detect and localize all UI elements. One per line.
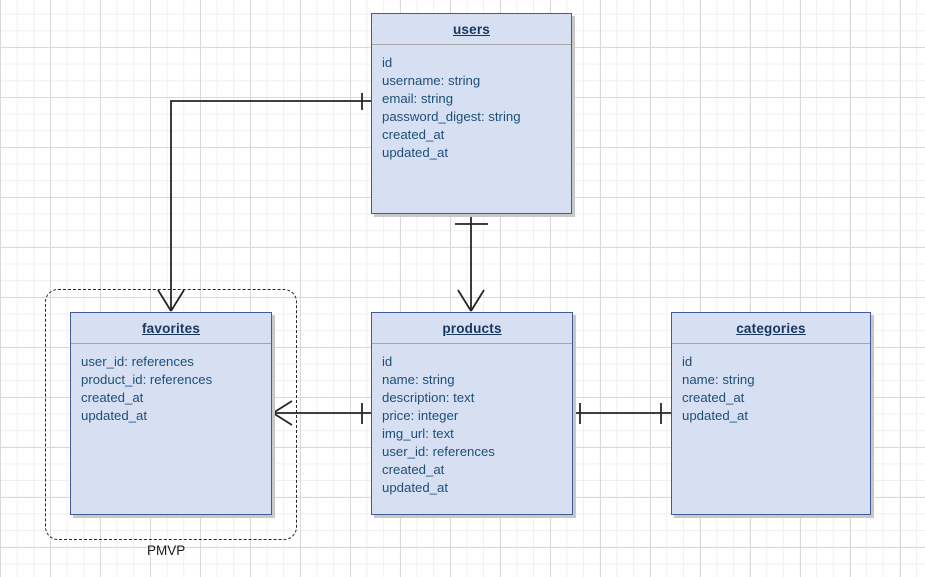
attribute-row: updated_at xyxy=(382,145,449,160)
attribute-row: id xyxy=(382,55,393,70)
entity-users[interactable]: users id username: string email: string … xyxy=(371,13,572,214)
entity-favorites-attributes: user_id: references product_id: referenc… xyxy=(71,344,271,425)
attribute-row: updated_at xyxy=(382,480,449,495)
entity-products-header: products xyxy=(372,313,572,344)
entity-products[interactable]: products id name: string description: te… xyxy=(371,312,573,515)
entity-favorites-title: favorites xyxy=(141,320,201,336)
entity-users-header: users xyxy=(372,14,571,45)
entity-users-attributes: id username: string email: string passwo… xyxy=(372,45,571,162)
relationship-users-products[interactable] xyxy=(455,214,488,312)
entity-categories-header: categories xyxy=(672,313,870,344)
attribute-row: password_digest: string xyxy=(382,109,521,124)
attribute-row: id xyxy=(382,354,393,369)
attribute-row: description: text xyxy=(382,390,475,405)
relationship-users-favorites[interactable] xyxy=(157,93,371,312)
relationship-products-categories[interactable] xyxy=(573,403,671,424)
entity-categories-title: categories xyxy=(736,320,806,336)
attribute-row: name: string xyxy=(382,372,455,387)
entity-favorites[interactable]: favorites user_id: references product_id… xyxy=(70,312,272,515)
attribute-row: price: integer xyxy=(382,408,459,423)
entity-favorites-header: favorites xyxy=(71,313,271,344)
attribute-row: img_url: text xyxy=(382,426,454,441)
attribute-row: updated_at xyxy=(682,408,749,423)
attribute-row: updated_at xyxy=(81,408,148,423)
group-pmvp-label: PMVP xyxy=(147,543,186,558)
attribute-row: created_at xyxy=(682,390,745,405)
entity-users-title: users xyxy=(452,21,491,37)
entity-products-attributes: id name: string description: text price:… xyxy=(372,344,572,497)
entity-categories-attributes: id name: string created_at updated_at xyxy=(672,344,870,425)
attribute-row: created_at xyxy=(81,390,144,405)
attribute-row: created_at xyxy=(382,462,445,477)
attribute-row: username: string xyxy=(382,73,481,88)
attribute-row: created_at xyxy=(382,127,445,142)
crowsfoot-many xyxy=(457,289,485,312)
group-pmvp[interactable] xyxy=(45,289,297,540)
attribute-row: name: string xyxy=(682,372,755,387)
attribute-row: user_id: references xyxy=(81,354,194,369)
attribute-row: product_id: references xyxy=(81,372,213,387)
attribute-row: user_id: references xyxy=(382,444,495,459)
entity-products-title: products xyxy=(442,320,502,336)
attribute-row: id xyxy=(682,354,693,369)
attribute-row: email: string xyxy=(382,91,454,106)
entity-categories[interactable]: categories id name: string created_at up… xyxy=(671,312,871,515)
